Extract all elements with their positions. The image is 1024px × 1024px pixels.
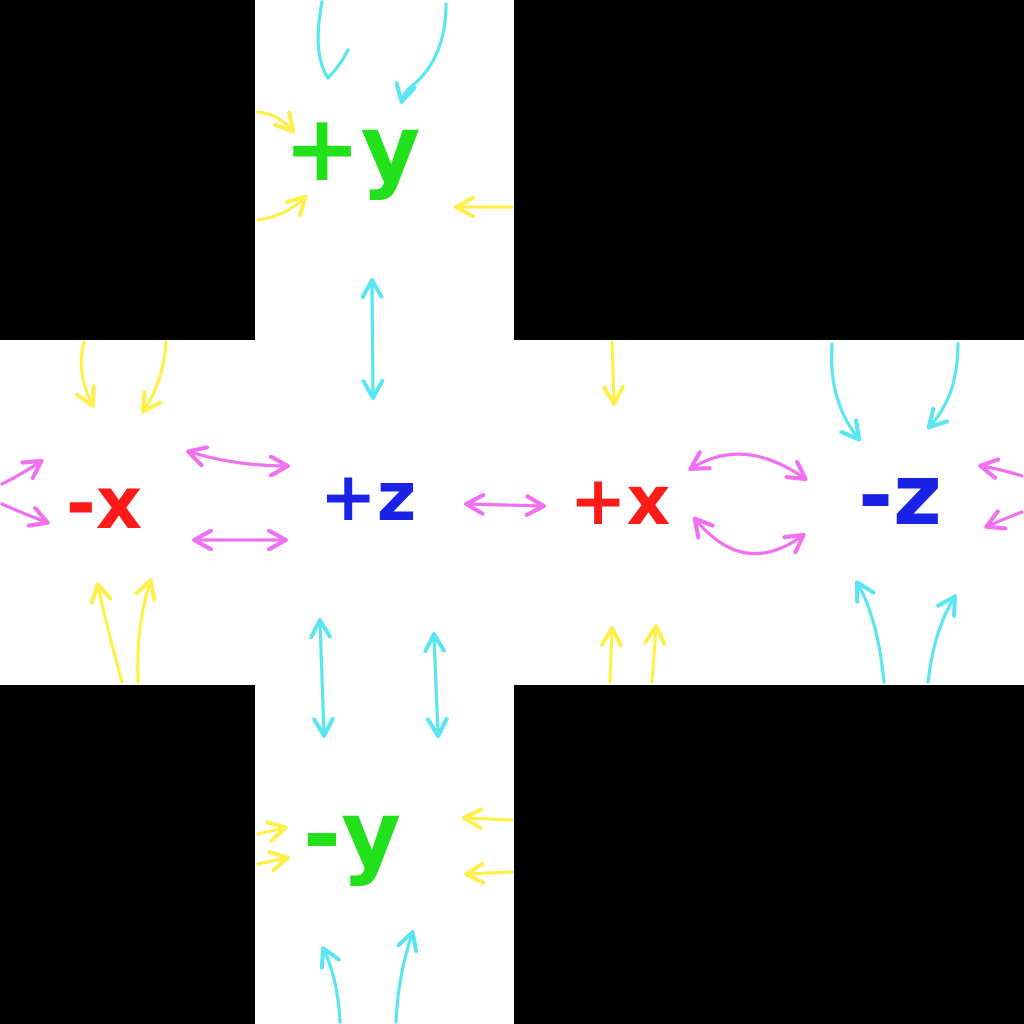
magenta-arrow (696, 520, 802, 556)
yellow-arrows (81, 110, 656, 874)
yellow-arrow (256, 828, 284, 834)
yellow-arrow (652, 628, 656, 684)
magenta-arrow (0, 462, 40, 486)
magenta-arrow (468, 504, 542, 506)
yellow-arrow (256, 110, 292, 130)
face-label-neg-z: -z (858, 446, 942, 544)
magenta-arrow (982, 466, 1024, 476)
yellow-arrow (256, 198, 304, 222)
cyan-arrow (858, 584, 886, 684)
face-label-pos-x: +x (570, 462, 671, 541)
cyan-arrow (372, 282, 373, 396)
cyan-arrows (316, 0, 960, 1024)
magenta-arrow (988, 512, 1024, 526)
magenta-arrow (692, 454, 804, 478)
face-pos-y-area (255, 0, 514, 340)
cyan-arrow (320, 622, 324, 734)
yellow-arrow (81, 340, 92, 404)
face-labels: +y -x +z +x -z -y (66, 95, 942, 888)
face-label-pos-y: +y (283, 95, 420, 202)
magenta-arrow (190, 452, 286, 466)
magenta-arrows (0, 452, 1024, 556)
face-label-pos-z: +z (320, 458, 417, 537)
face-neg-y-area (255, 685, 514, 1024)
face-label-neg-x: -x (66, 461, 142, 545)
cyan-arrow (402, 2, 448, 100)
yellow-arrow (256, 858, 286, 864)
face-label-neg-y: -y (303, 781, 401, 888)
yellow-arrow (466, 818, 514, 820)
cyan-arrow (930, 342, 960, 426)
yellow-arrow (610, 630, 612, 684)
magenta-arrow (0, 502, 46, 522)
cyan-arrow (324, 950, 342, 1024)
cyan-arrow (316, 0, 350, 80)
yellow-arrow (98, 586, 124, 684)
cyan-arrow (434, 636, 438, 734)
cyan-arrow (394, 934, 412, 1024)
yellow-arrow (468, 872, 514, 874)
cyan-arrow (829, 342, 858, 438)
yellow-arrow (144, 340, 168, 410)
yellow-arrow (138, 582, 150, 684)
yellow-arrow (612, 340, 614, 402)
cyan-arrow (926, 598, 954, 684)
